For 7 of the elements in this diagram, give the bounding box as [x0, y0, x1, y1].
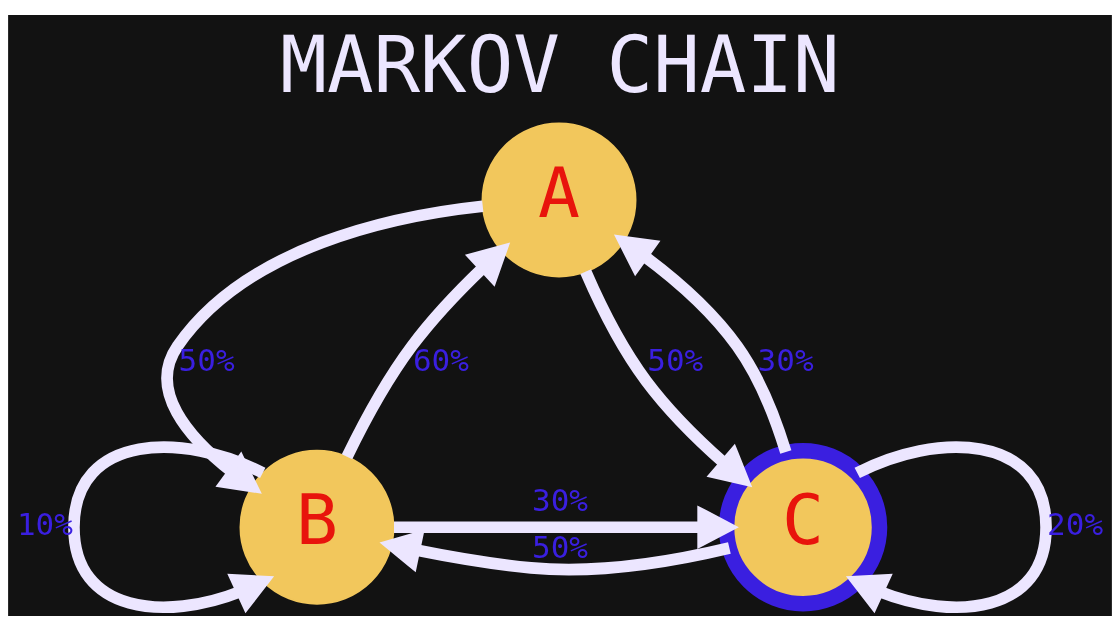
diagram-title: MARKOV CHAIN — [280, 19, 840, 110]
edge-label: 30% — [757, 341, 814, 378]
edge-label: 30% — [532, 481, 588, 518]
edge-label: 50% — [647, 341, 704, 378]
edge-label: 50% — [532, 528, 588, 565]
edge-label: 50% — [178, 341, 235, 378]
edge-label: 60% — [412, 341, 469, 378]
